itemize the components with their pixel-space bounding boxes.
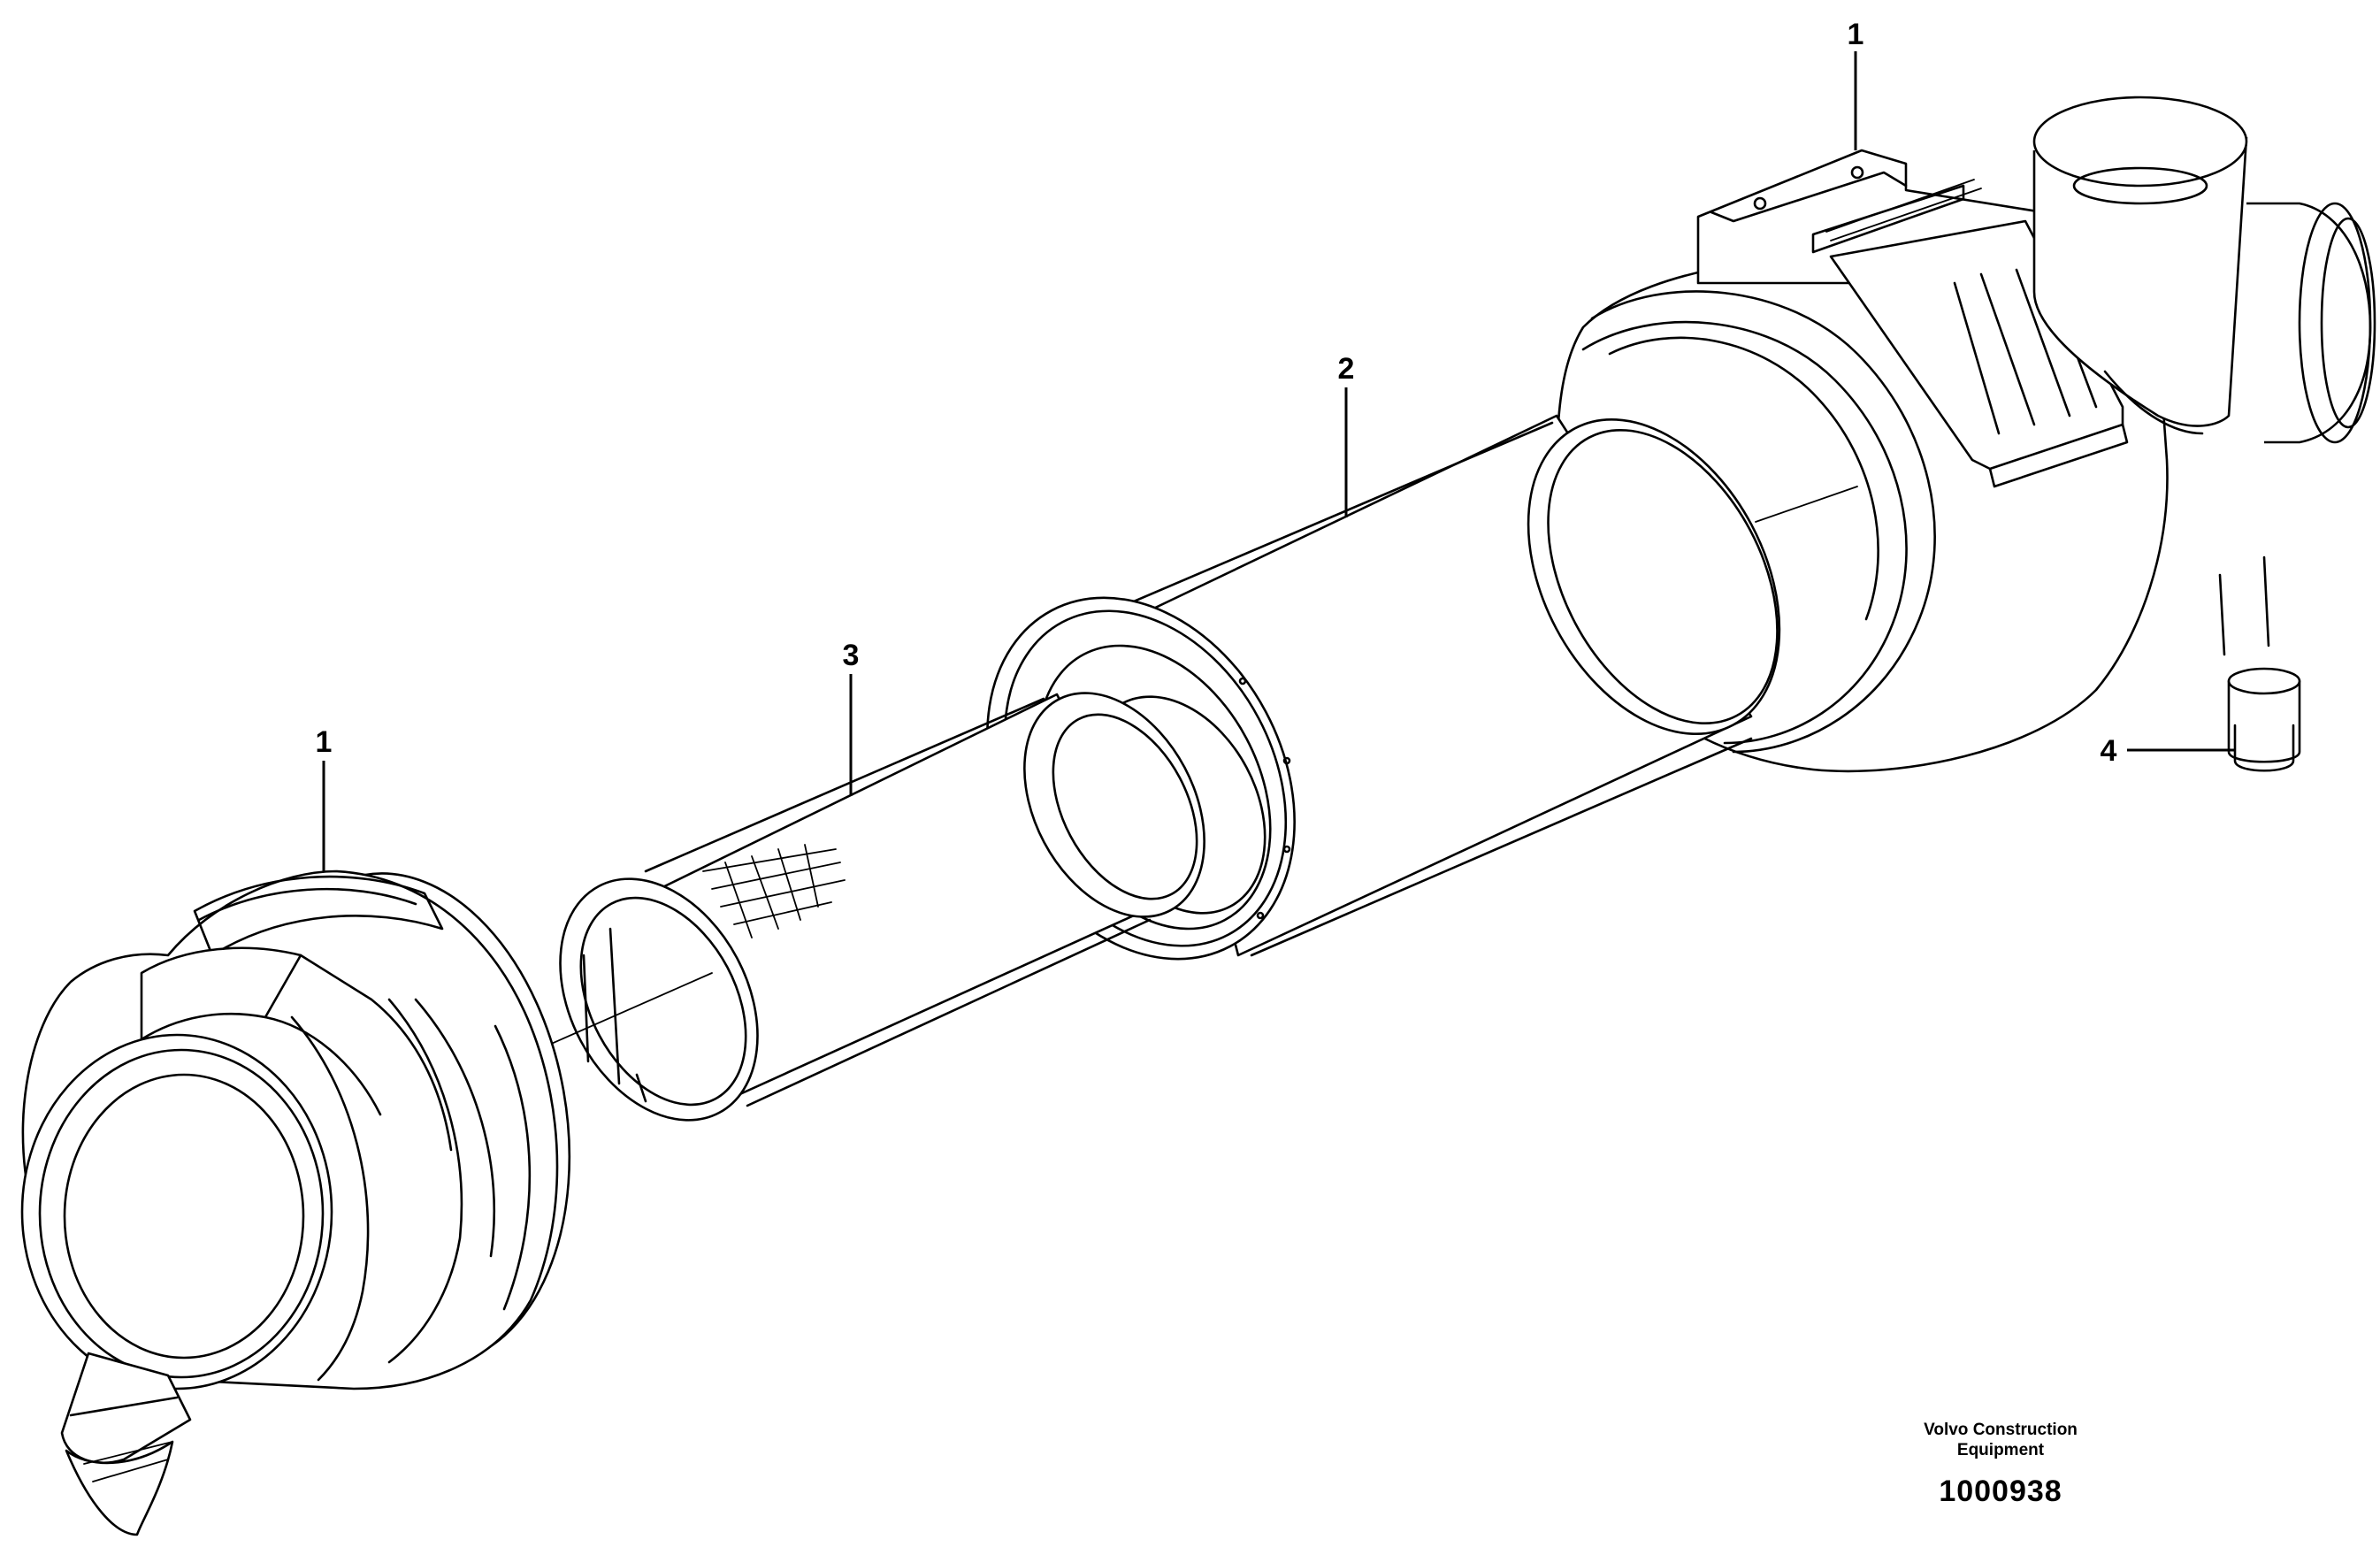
brand-line-2: Equipment bbox=[1957, 1441, 2045, 1459]
callout-housing-front: 1 bbox=[316, 725, 333, 759]
callout-element-outer: 2 bbox=[1338, 352, 1355, 386]
dust-valve bbox=[2227, 667, 2301, 772]
filter-element-inner bbox=[540, 692, 1205, 1122]
drawing-number: 1000938 bbox=[1939, 1475, 2062, 1508]
callout-leaders bbox=[322, 51, 2236, 871]
air-filter-housing-front bbox=[20, 869, 571, 1536]
callout-element-inner: 3 bbox=[843, 639, 860, 672]
callout-valve: 4 bbox=[2101, 734, 2117, 768]
brand-line-1: Volvo Construction bbox=[1924, 1421, 2078, 1439]
callout-housing-rear: 1 bbox=[1848, 18, 1864, 51]
